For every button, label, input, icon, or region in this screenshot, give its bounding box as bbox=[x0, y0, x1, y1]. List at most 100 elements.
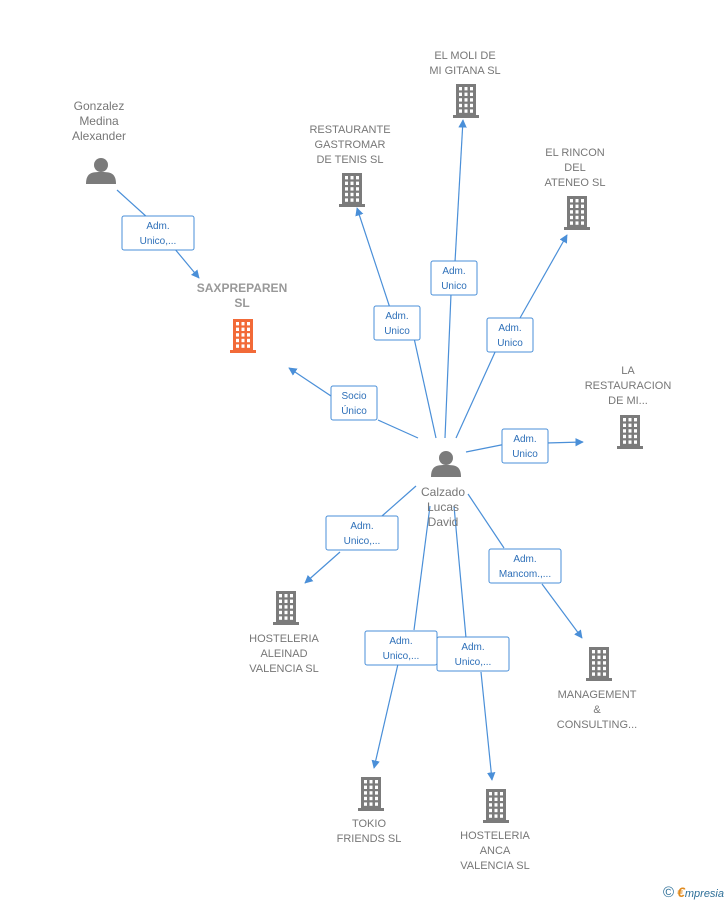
building-base bbox=[453, 115, 479, 118]
building-window bbox=[350, 198, 354, 202]
edge-calzado-tokio: Adm.Unico,... bbox=[364, 505, 438, 769]
building-window bbox=[369, 780, 373, 784]
edge-line bbox=[381, 485, 417, 517]
edge-arrow bbox=[480, 671, 496, 781]
edge-label-box[interactable] bbox=[373, 305, 421, 341]
edge-line bbox=[116, 189, 149, 219]
building-window bbox=[236, 338, 239, 343]
edge-label-box[interactable] bbox=[330, 385, 378, 421]
edge-label-box[interactable] bbox=[486, 317, 534, 353]
edge-line bbox=[413, 337, 437, 439]
node-label-line: RESTAURANTE bbox=[309, 124, 390, 136]
edge-arrow bbox=[454, 119, 467, 263]
edge-calzado-rincon: Adm.Unico bbox=[455, 234, 568, 439]
edge-calzado-restauracion: Adm.Unico bbox=[465, 428, 584, 464]
edge-line bbox=[453, 505, 467, 639]
building-window bbox=[345, 187, 348, 191]
building-icon[interactable] bbox=[617, 415, 643, 449]
edge-label-box[interactable] bbox=[501, 428, 549, 464]
edge-label-text: Unico bbox=[497, 338, 523, 349]
building-window bbox=[356, 181, 359, 185]
building-window bbox=[634, 429, 637, 433]
edge-arrow bbox=[519, 234, 568, 319]
building-window bbox=[284, 599, 288, 603]
building-window bbox=[597, 650, 601, 654]
building-window bbox=[290, 599, 293, 603]
building-window bbox=[350, 181, 354, 185]
building-window bbox=[489, 814, 492, 818]
node-label-line: SL bbox=[234, 296, 249, 310]
node-label-line: SAXPREPAREN bbox=[197, 281, 287, 295]
copyright-symbol: © bbox=[663, 884, 675, 901]
edge-label-text: Unico bbox=[512, 449, 538, 460]
node-label-line: DE TENIS SL bbox=[316, 154, 383, 166]
node-label-line: FRIENDS SL bbox=[337, 833, 402, 845]
building-window bbox=[628, 423, 632, 427]
node-label-line: DEL bbox=[564, 162, 585, 174]
node-label-line: David bbox=[428, 515, 459, 529]
edge-line bbox=[455, 349, 497, 439]
building-window bbox=[623, 440, 626, 444]
building-icon[interactable] bbox=[586, 647, 612, 681]
edge-calzado-restaurante: Adm.Unico bbox=[355, 207, 437, 439]
building-icon[interactable] bbox=[564, 196, 590, 230]
edge-label-text: Unico bbox=[441, 281, 467, 292]
building-base bbox=[586, 678, 612, 681]
edge-line bbox=[377, 419, 419, 439]
building-window bbox=[241, 344, 245, 348]
building-window bbox=[279, 605, 282, 609]
building-icon[interactable] bbox=[483, 789, 509, 823]
building-icon[interactable] bbox=[273, 591, 299, 625]
building-window bbox=[345, 181, 348, 185]
building-window bbox=[570, 204, 573, 208]
edge-calzado-aleinad: Adm.Unico,... bbox=[304, 485, 417, 584]
building-window bbox=[500, 808, 503, 813]
edge-label-text: Unico,... bbox=[344, 536, 381, 547]
node-label-line: Calzado bbox=[421, 485, 465, 499]
node-label-line: MI GITANA SL bbox=[429, 65, 500, 77]
building-icon[interactable] bbox=[339, 173, 365, 207]
building-base bbox=[483, 820, 509, 823]
building-window bbox=[570, 199, 573, 203]
person-icon[interactable] bbox=[86, 158, 116, 184]
edge-label-box[interactable] bbox=[121, 215, 195, 251]
building-window bbox=[356, 192, 359, 197]
footer-brand[interactable]: ©€mpresia bbox=[663, 884, 724, 901]
node-label-line: Gonzalez bbox=[74, 99, 125, 113]
edge-label-box[interactable] bbox=[488, 548, 562, 584]
edge-label-box[interactable] bbox=[325, 515, 399, 551]
building-window bbox=[375, 791, 378, 795]
node-management[interactable]: MANAGEMENT&CONSULTING... bbox=[557, 647, 637, 731]
building-icon[interactable] bbox=[230, 319, 256, 353]
building-window bbox=[369, 791, 373, 795]
building-window bbox=[247, 327, 250, 331]
building-icon[interactable] bbox=[453, 84, 479, 118]
building-window bbox=[364, 785, 367, 789]
building-window bbox=[603, 650, 606, 654]
node-label-line: LA bbox=[621, 365, 635, 377]
building-window bbox=[494, 803, 498, 807]
edge-label-box[interactable] bbox=[436, 636, 510, 672]
building-window bbox=[350, 187, 354, 191]
building-window bbox=[489, 792, 492, 796]
building-window bbox=[603, 655, 606, 659]
edge-label-box[interactable] bbox=[430, 260, 478, 296]
building-window bbox=[356, 187, 359, 191]
edge-label-text: Unico bbox=[384, 326, 410, 337]
building-window bbox=[279, 599, 282, 603]
person-icon[interactable] bbox=[431, 451, 461, 477]
building-window bbox=[290, 610, 293, 615]
node-label-line: HOSTELERIA bbox=[460, 830, 530, 842]
building-icon[interactable] bbox=[358, 777, 384, 811]
